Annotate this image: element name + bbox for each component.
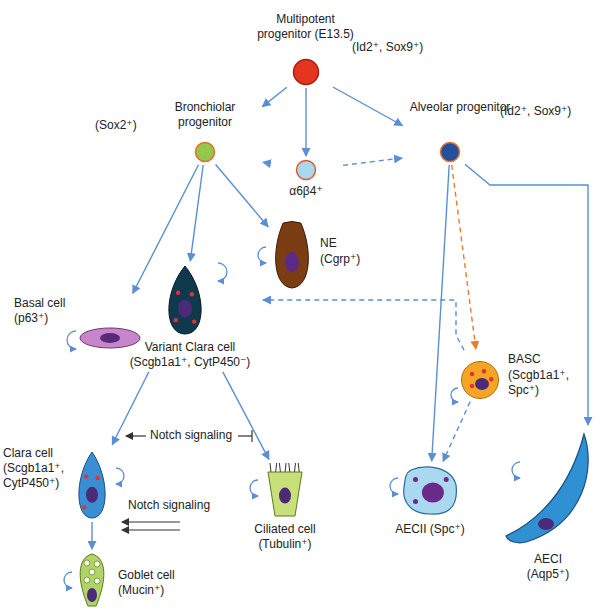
lineage-arrow — [91, 522, 92, 549]
cell-node: Bronchiolar progenitor(Sox2⁺) — [95, 100, 260, 163]
cell-label: NE — [320, 236, 380, 251]
cell-node: BASC(Scgb1a1⁺, Spc⁺) — [460, 352, 578, 400]
cell-label: Variant Clara cell (Scgb1a1⁺, CytP450⁻) — [120, 340, 260, 370]
lineage-arrow — [343, 158, 402, 165]
lineage-arrow — [190, 165, 203, 261]
cell-node: Multipotent progenitor (E13.5)(Id2⁺, Sox… — [248, 12, 462, 86]
signal-label: Notch signaling — [150, 428, 232, 443]
cell-shape — [500, 428, 596, 546]
marker-label: (Id2⁺, Sox9⁺) — [500, 104, 588, 119]
marker-label: (Sox2⁺) — [95, 118, 155, 133]
cell-shape — [460, 360, 500, 400]
lineage-arrow — [112, 372, 149, 445]
cell-label: α6β4⁺ — [271, 184, 341, 199]
cell-shape — [75, 552, 109, 608]
cell-label: Bronchiolar progenitor — [150, 100, 260, 130]
lineage-arrow — [263, 300, 464, 350]
lineage-arrow — [262, 87, 286, 106]
lineage-arrow — [216, 165, 269, 227]
cell-shape — [263, 462, 307, 518]
cell-label: Clara cell (Scgb1a1⁺, CytP450⁺) — [3, 446, 69, 491]
cell-shape — [194, 141, 216, 163]
cell-node: Goblet cell (Mucin⁺) — [75, 552, 198, 608]
cell-shape — [73, 450, 111, 520]
cell-label: Ciliated cell (Tubulin⁺) — [240, 522, 330, 552]
lineage-arrow — [443, 402, 470, 462]
cell-label: AECI (Aqp5⁺) — [513, 552, 583, 582]
lineage-arrow — [432, 165, 450, 461]
notch-arrows — [122, 430, 252, 530]
lineage-arrow — [223, 372, 269, 460]
cell-node: α6β4⁺ — [271, 159, 341, 199]
lineage-arrow — [465, 164, 588, 425]
cell-label: AECII (Spc⁺) — [395, 522, 465, 537]
marker-label: (Id2⁺, Sox9⁺) — [352, 40, 462, 55]
cell-shape — [270, 220, 314, 290]
lineage-arrow — [305, 88, 306, 156]
cell-shape — [79, 327, 141, 349]
cell-shape — [292, 58, 320, 86]
cell-node: Alveolar progenitor(Id2⁺, Sox9⁺) — [405, 100, 588, 163]
signal-label: Notch signaling — [128, 498, 210, 513]
cell-shape — [401, 464, 459, 516]
cell-node: NE(Cgrp⁺) — [270, 220, 380, 290]
cell-node: AECI (Aqp5⁺) — [500, 428, 596, 582]
cell-shape — [162, 264, 208, 336]
cell-label: Alveolar progenitor — [405, 100, 515, 115]
cell-node: Variant Clara cell (Scgb1a1⁺, CytP450⁻) — [120, 264, 260, 370]
cell-node: Ciliated cell (Tubulin⁺) — [240, 462, 330, 552]
cell-shape — [295, 159, 317, 181]
cell-node: Basal cell (p63⁺) — [14, 296, 141, 349]
lineage-arrow — [263, 162, 269, 163]
cell-shape — [439, 141, 461, 163]
cell-label: BASC — [508, 352, 578, 367]
cell-node: Clara cell (Scgb1a1⁺, CytP450⁺) — [3, 446, 111, 520]
lineage-arrow — [333, 87, 403, 126]
marker-label: (Cgrp⁺) — [320, 252, 380, 267]
cell-label: Multipotent progenitor (E13.5) — [248, 12, 363, 42]
cell-label: Goblet cell (Mucin⁺) — [118, 568, 198, 598]
marker-label: (Scgb1a1⁺, Spc⁺) — [508, 368, 578, 398]
cell-label: Basal cell (p63⁺) — [14, 296, 94, 326]
self-renewal-arrows — [64, 247, 520, 588]
cell-node: AECII (Spc⁺) — [395, 464, 465, 537]
